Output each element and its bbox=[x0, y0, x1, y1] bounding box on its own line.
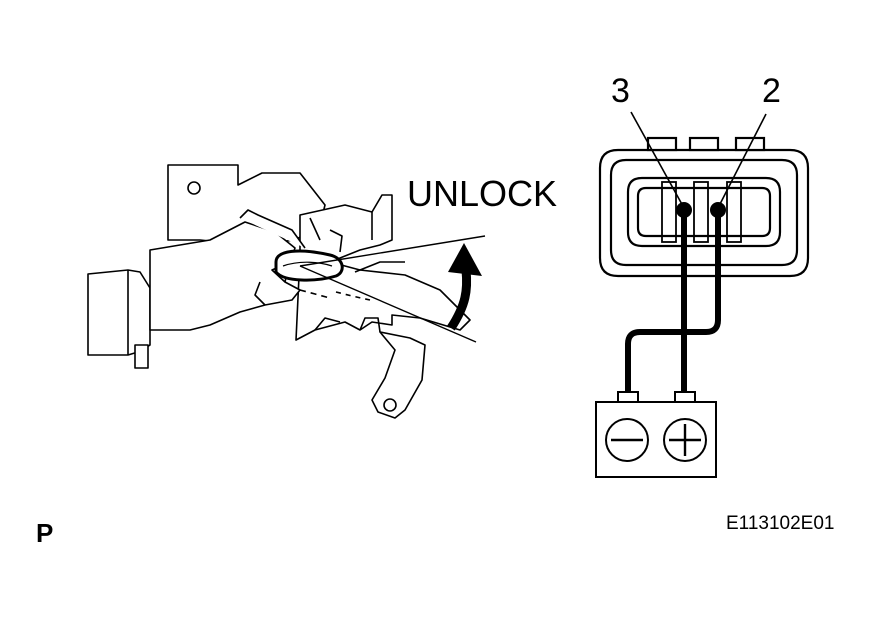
pin-3-terminal bbox=[676, 202, 692, 218]
hand-icon bbox=[149, 209, 344, 331]
connector-icon bbox=[598, 136, 810, 278]
wires bbox=[625, 216, 721, 394]
leader-lines bbox=[630, 111, 767, 209]
curved-arrow-icon bbox=[447, 243, 482, 331]
pin-label-3: 3 bbox=[611, 72, 630, 110]
unlock-label: UNLOCK bbox=[407, 173, 558, 214]
figure-code: E113102E01 bbox=[726, 513, 835, 534]
motion-lines bbox=[299, 235, 486, 343]
view-letter: P bbox=[36, 518, 54, 548]
pin-2-terminal bbox=[710, 202, 726, 218]
door-lock-motor-assembly-icon bbox=[87, 164, 471, 419]
battery-icon bbox=[595, 391, 717, 478]
pin-label-2: 2 bbox=[762, 72, 781, 110]
